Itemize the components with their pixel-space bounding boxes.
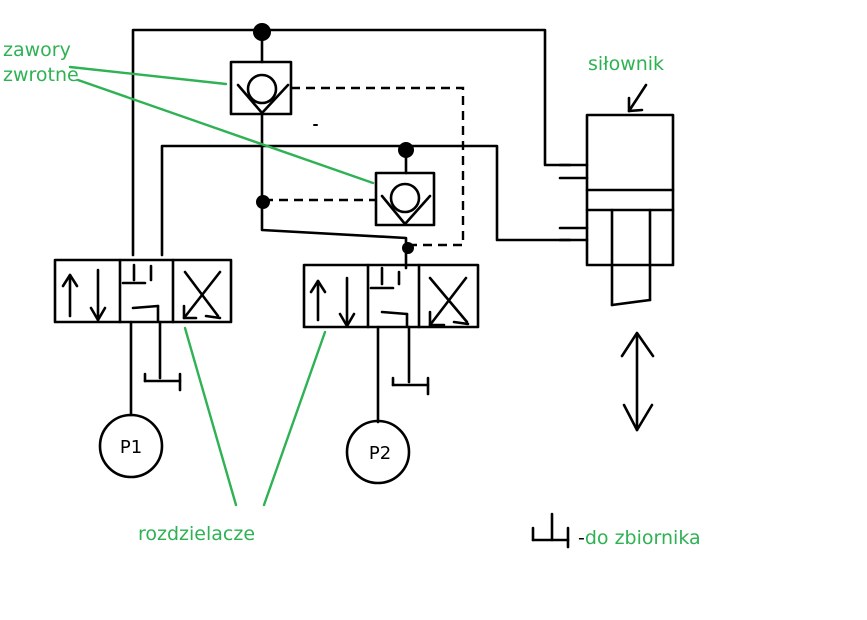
motion-arrow [620,331,655,432]
directional-valve-1 [53,258,233,417]
to-tank-label: -do zbiornika [578,527,701,549]
pump-2-label: P2 [369,443,391,464]
actuator-cylinder [558,83,675,307]
check-valves-label-line2: zwrotne [3,64,79,86]
label-leaders [68,65,375,507]
actuator-label: siłownik [588,53,664,75]
pump-1: P1 [98,413,164,479]
top-pressure-line [131,28,572,257]
check-valve-lower [374,171,436,227]
directional-valves-label: rozdzielacze [138,523,255,545]
pilot-line-dashed [264,86,465,247]
pump-2: P2 [345,419,411,485]
check-valves-label-line1: zawory [3,39,71,61]
connecting-line [260,198,408,270]
check-valve-upper [229,60,293,202]
junction-dots [253,23,414,254]
directional-valve-2 [302,263,480,424]
pump-1-label: P1 [120,437,142,458]
middle-pressure-line [160,144,572,257]
tank-symbol-legend [531,512,570,549]
